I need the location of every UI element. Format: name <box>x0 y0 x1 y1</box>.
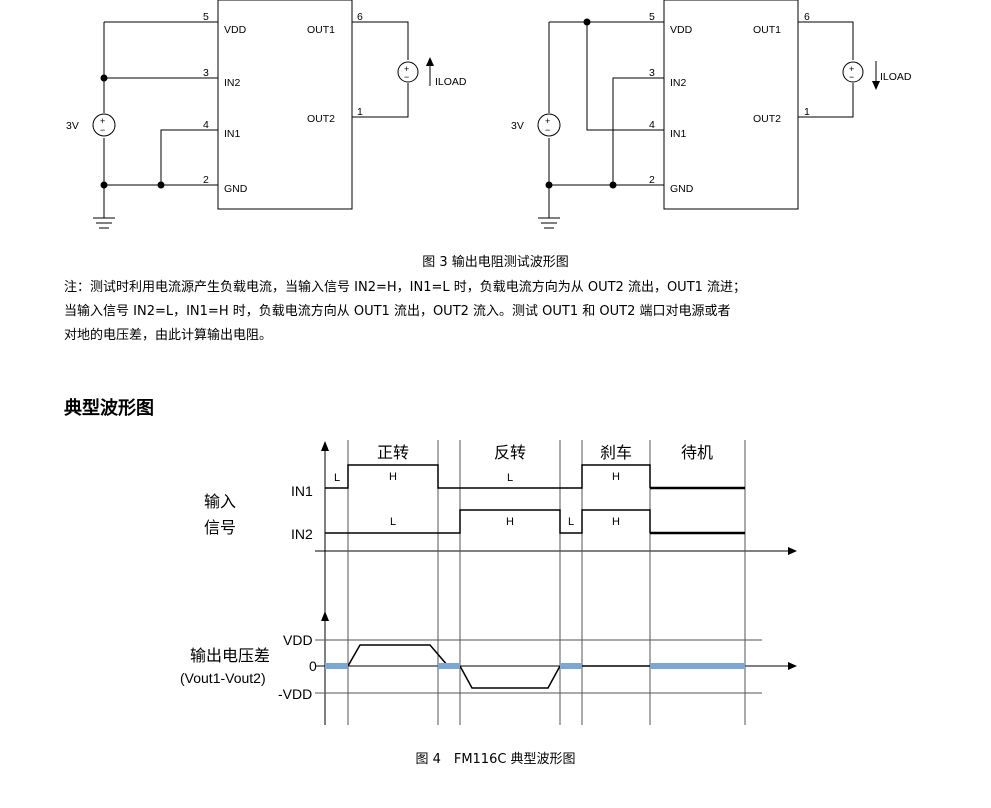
svg-text:1: 1 <box>804 106 810 118</box>
svg-text:+: + <box>545 116 550 126</box>
svg-text:3: 3 <box>203 67 209 79</box>
svg-text:+: + <box>100 116 105 126</box>
figure-3-caption: 图 3 输出电阻测试波形图 <box>422 255 569 270</box>
note-line-3: 对地的电压差，由此计算输出电阻。 <box>64 328 273 343</box>
svg-text:L: L <box>507 472 513 484</box>
svg-text:-VDD: -VDD <box>278 686 312 702</box>
svg-text:IN1: IN1 <box>224 128 241 140</box>
svg-text:GND: GND <box>670 183 694 195</box>
svg-text:H: H <box>506 516 514 528</box>
section-heading: 典型波形图 <box>64 398 154 419</box>
svg-text:OUT1: OUT1 <box>753 24 781 36</box>
state-standby: 待机 <box>681 444 713 462</box>
svg-text:H: H <box>612 516 620 528</box>
svg-text:H: H <box>612 471 620 483</box>
svg-text:L: L <box>568 516 574 528</box>
svg-text:(Vout1-Vout2): (Vout1-Vout2) <box>180 670 266 686</box>
svg-text:IN2: IN2 <box>224 77 241 89</box>
svg-text:VDD: VDD <box>670 24 693 36</box>
svg-text:OUT2: OUT2 <box>307 113 335 125</box>
svg-text:3V: 3V <box>511 120 524 132</box>
svg-text:VDD: VDD <box>224 24 247 36</box>
state-forward: 正转 <box>377 444 409 462</box>
svg-text:1: 1 <box>357 106 363 118</box>
svg-text:4: 4 <box>203 119 209 131</box>
svg-text:信号: 信号 <box>204 518 236 537</box>
fig3-diagram: 5 3 4 2 6 1 VDD IN2 IN1 GND OUT1 OUT2 3V… <box>66 0 912 229</box>
svg-text:IN2: IN2 <box>670 77 687 89</box>
state-brake: 刹车 <box>600 444 632 462</box>
svg-text:+: + <box>404 64 409 74</box>
svg-text:2: 2 <box>203 174 209 186</box>
svg-text:GND: GND <box>224 183 248 195</box>
svg-text:输入: 输入 <box>204 492 236 511</box>
svg-text:6: 6 <box>357 11 363 23</box>
svg-text:L: L <box>334 472 340 484</box>
svg-text:−: − <box>545 125 550 135</box>
svg-text:3V: 3V <box>66 120 79 132</box>
svg-text:+: + <box>849 64 854 74</box>
svg-text:6: 6 <box>804 11 810 23</box>
figure-4-caption: 图 4 FM116C 典型波形图 <box>415 752 576 767</box>
note-line-1: 注：测试时利用电流源产生负载电流，当输入信号 IN2=H，IN1=L 时，负载电… <box>64 280 747 295</box>
svg-text:IN1: IN1 <box>670 128 687 140</box>
svg-text:ILOAD: ILOAD <box>435 76 467 88</box>
note-line-2: 当输入信号 IN2=L，IN1=H 时，负载电流方向从 OUT1 流出，OUT2… <box>64 304 731 319</box>
note-paragraph: 注：测试时利用电流源产生负载电流，当输入信号 IN2=H，IN1=L 时，负载电… <box>64 276 944 348</box>
state-reverse: 反转 <box>494 444 526 462</box>
svg-text:2: 2 <box>649 174 655 186</box>
svg-text:−: − <box>849 72 854 82</box>
svg-text:0: 0 <box>309 658 317 674</box>
svg-text:5: 5 <box>203 11 209 23</box>
svg-text:−: − <box>404 72 409 82</box>
fig4-waveform: 正转 反转 刹车 待机 L H L H L H L H 输入 信号 IN1 IN… <box>180 440 797 725</box>
svg-text:IN2: IN2 <box>291 526 313 542</box>
svg-text:H: H <box>389 471 397 483</box>
svg-text:−: − <box>100 125 105 135</box>
svg-text:OUT1: OUT1 <box>307 24 335 36</box>
svg-text:OUT2: OUT2 <box>753 113 781 125</box>
svg-text:3: 3 <box>649 67 655 79</box>
svg-text:IN1: IN1 <box>291 483 313 499</box>
svg-text:4: 4 <box>649 119 655 131</box>
svg-text:L: L <box>390 516 396 528</box>
svg-text:ILOAD: ILOAD <box>880 71 912 83</box>
svg-text:VDD: VDD <box>283 632 313 648</box>
svg-text:5: 5 <box>649 11 655 23</box>
svg-text:输出电压差: 输出电压差 <box>190 646 270 665</box>
